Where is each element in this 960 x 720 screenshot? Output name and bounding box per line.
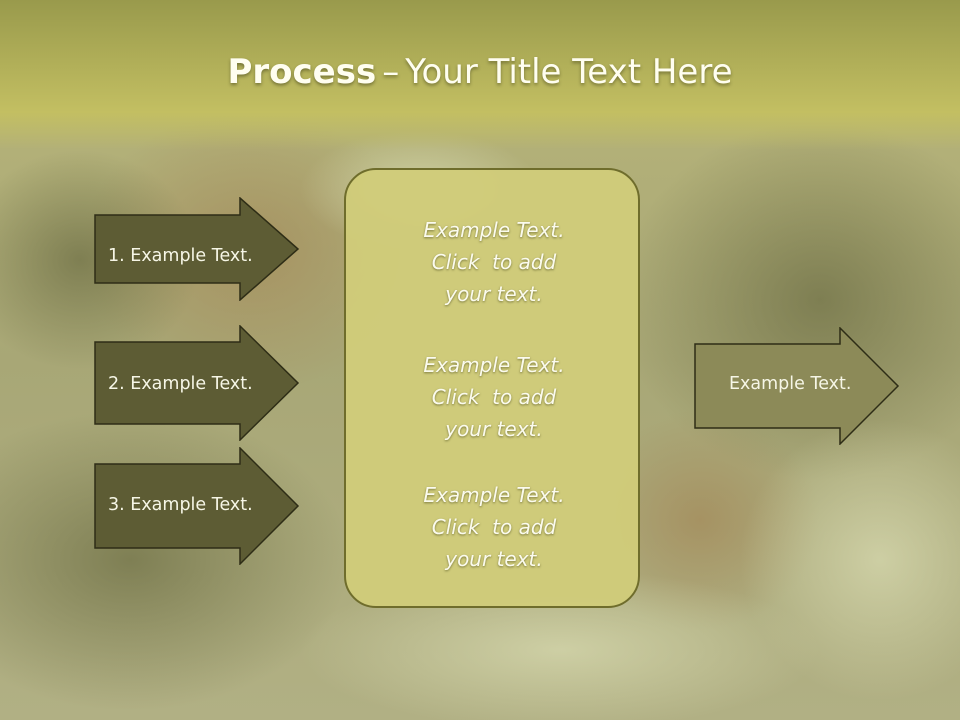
center-paragraph-2-line-1: Example Text. [423,353,565,377]
step-arrow-1-label: 1. Example Text. [108,246,253,266]
step-arrow-1[interactable] [94,197,300,301]
step-arrow-2[interactable] [94,325,300,441]
title-rest: Your Title Text Here [405,52,733,92]
center-paragraph-2-line-3: your text. [445,417,543,441]
center-paragraph-1: Example Text. Click to add your text. [346,214,642,310]
center-text-box[interactable]: Example Text. Click to add your text. Ex… [344,168,640,608]
center-paragraph-3: Example Text. Click to add your text. [346,479,642,575]
center-paragraph-2: Example Text. Click to add your text. [346,349,642,445]
step-arrow-3[interactable] [94,447,300,565]
center-paragraph-2-line-2: Click to add [431,385,557,409]
center-paragraph-1-line-3: your text. [445,282,543,306]
center-paragraph-3-line-1: Example Text. [423,483,565,507]
step-arrow-2-label: 2. Example Text. [108,374,253,394]
center-paragraph-3-line-2: Click to add [431,515,557,539]
center-paragraph-1-line-1: Example Text. [423,218,565,242]
step-arrow-3-label: 3. Example Text. [108,495,253,515]
title-band [0,0,960,150]
center-paragraph-1-line-2: Click to add [431,250,557,274]
center-paragraph-3-line-3: your text. [445,547,543,571]
title-bold-word: Process [227,52,377,92]
title-dash: – [382,52,400,92]
slide-title[interactable]: Process–Your Title Text Here [0,52,960,92]
result-arrow-label: Example Text. [729,374,852,394]
result-arrow[interactable] [694,327,900,445]
